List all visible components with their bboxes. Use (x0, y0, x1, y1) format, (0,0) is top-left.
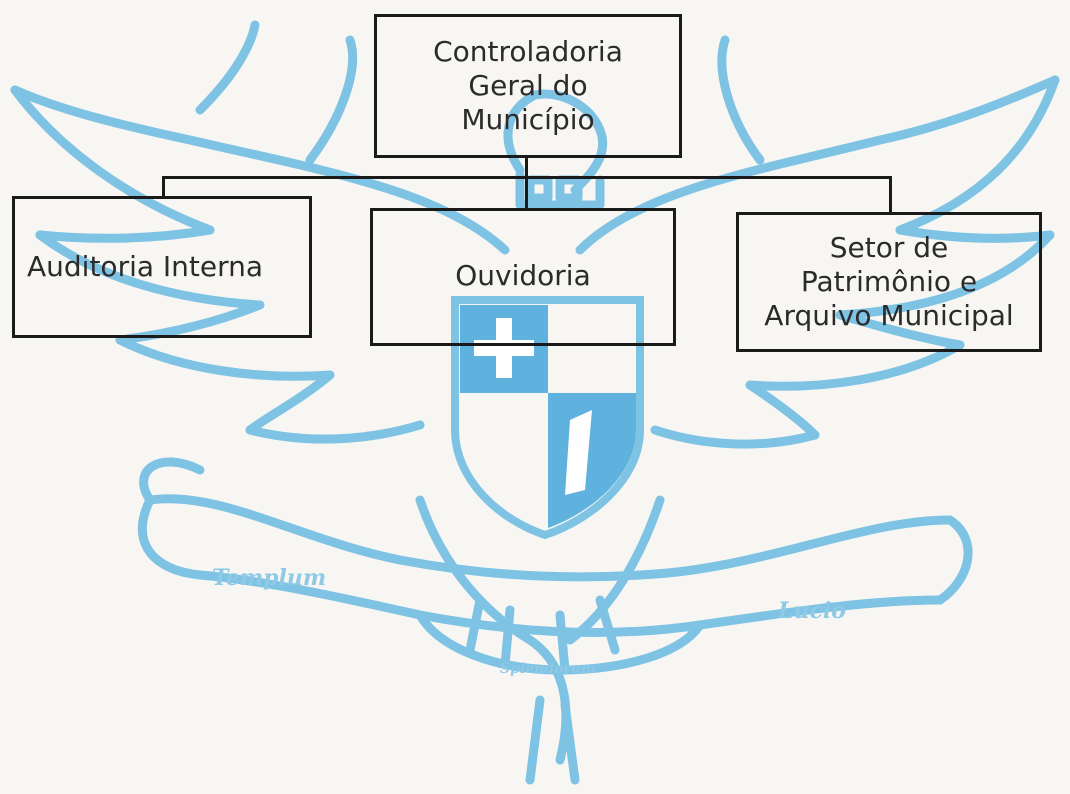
org-node-auditoria-interna: Auditoria Interna (12, 196, 312, 338)
connector-center-drop (525, 176, 528, 210)
motto-right-text: Lucio (777, 598, 846, 624)
connector-right-drop (889, 176, 892, 214)
connector-root-down (525, 158, 528, 178)
org-node-label: Auditoria Interna (27, 250, 264, 283)
org-node-label: Controladoria Geral do Município (433, 35, 623, 136)
org-node-controladoria: Controladoria Geral do Município (374, 14, 682, 158)
shield-icon (451, 296, 644, 540)
connector-left-drop (162, 176, 165, 198)
org-node-label: Ouvidoria (455, 259, 591, 292)
emblem-strokes (10, 20, 1060, 785)
motto-center-text: Splendorum (500, 661, 596, 677)
motto-left-text: Templum (212, 565, 326, 591)
org-node-ouvidoria: Ouvidoria (370, 208, 676, 346)
org-node-setor-patrimonio: Setor de Patrimônio e Arquivo Municipal (736, 212, 1042, 352)
org-node-label: Setor de Patrimônio e Arquivo Municipal (764, 231, 1014, 332)
